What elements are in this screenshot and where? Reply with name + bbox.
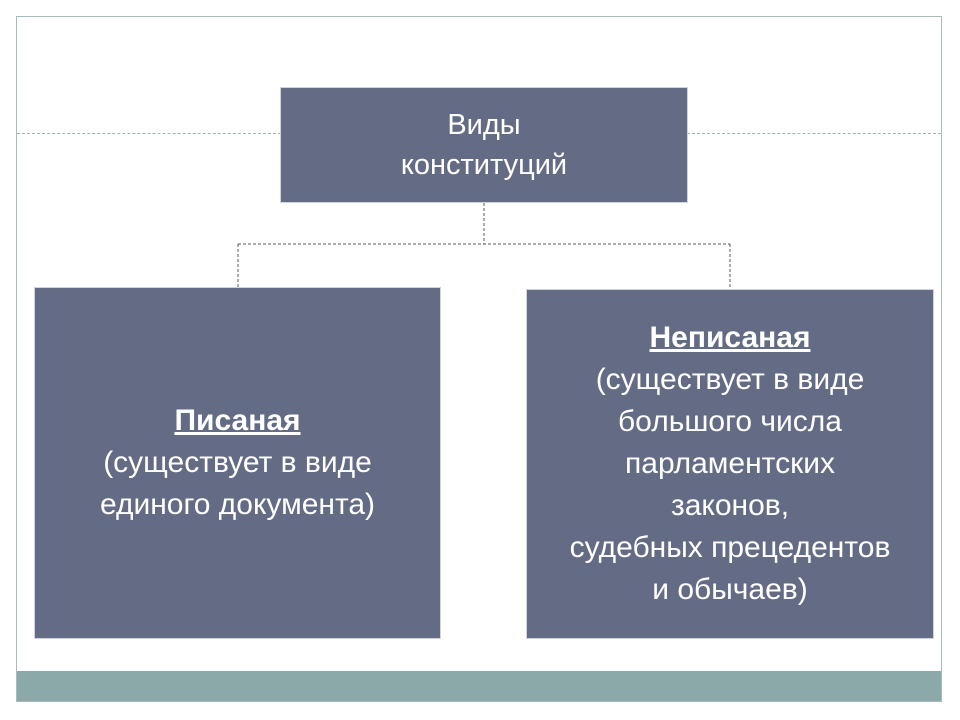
root-node-line-1: Виды: [447, 109, 521, 141]
written-constitution-title: Писаная: [174, 404, 301, 437]
written-constitution-line-2: единого документа): [99, 488, 376, 521]
written-constitution-line-1: (существует в виде: [103, 446, 372, 479]
header-divider-right: [687, 133, 941, 134]
unwritten-constitution-node: Неписаная (существует в виде большого чи…: [526, 289, 934, 639]
root-node: Виды конституций: [280, 87, 688, 203]
written-constitution-node: Писаная (существует в виде единого докум…: [34, 287, 441, 639]
unwritten-constitution-line-6: и обычаев): [652, 573, 808, 606]
unwritten-constitution-line-3: парламентских: [625, 447, 835, 480]
unwritten-constitution-line-5: судебных прецедентов: [569, 531, 891, 564]
unwritten-constitution-line-4: законов,: [670, 489, 790, 522]
unwritten-constitution-line-2: большого числа: [618, 405, 842, 438]
footer-band: [17, 671, 941, 701]
unwritten-constitution-line-1: (существует в виде: [595, 363, 865, 396]
root-node-line-2: конституций: [400, 149, 568, 181]
header-divider-left: [17, 133, 281, 134]
unwritten-constitution-title: Неписаная: [649, 321, 811, 354]
